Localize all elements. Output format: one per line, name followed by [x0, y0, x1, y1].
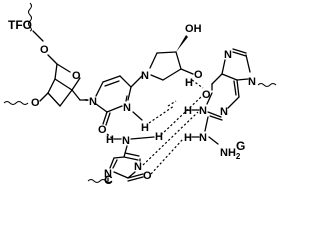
bond — [95, 103, 108, 113]
bond — [105, 112, 111, 126]
bond — [132, 111, 143, 121]
bond — [39, 92, 49, 102]
bond — [106, 105, 123, 113]
hbond-o2-h — [106, 133, 113, 139]
bond — [113, 156, 125, 159]
atom-o3: O — [31, 97, 40, 109]
bond — [204, 116, 209, 132]
bond — [54, 63, 58, 80]
atom-h-amino-c2: H — [155, 131, 163, 143]
bond — [104, 80, 120, 87]
bond — [227, 96, 240, 109]
atom-h-n1-g: H — [184, 105, 192, 117]
bond — [119, 75, 132, 88]
bond — [236, 78, 249, 81]
bond — [47, 92, 61, 107]
bond — [221, 73, 238, 81]
bond — [130, 75, 143, 88]
bond — [95, 81, 104, 97]
bond — [102, 111, 108, 125]
atom-o-bridge: O — [72, 70, 81, 82]
atom-h-n3: H — [141, 122, 149, 134]
g-sugar-wavy — [257, 83, 277, 87]
bond — [102, 75, 121, 83]
atom-o6-g: O — [202, 89, 211, 101]
bond — [150, 74, 164, 81]
hbond-c-o6 — [160, 96, 202, 136]
bond — [208, 136, 219, 145]
bond — [71, 77, 81, 91]
bond — [112, 159, 118, 169]
atom-o2-c: O — [143, 170, 152, 182]
c-sugar-wavy — [87, 179, 113, 183]
bond — [221, 59, 226, 75]
bond — [232, 51, 247, 57]
bond — [127, 171, 136, 179]
tfo-label: TFO — [8, 18, 32, 32]
bond — [54, 78, 73, 91]
bond — [211, 73, 223, 85]
bond — [162, 68, 182, 81]
bond — [47, 78, 56, 94]
atom-oh-top: OH — [185, 23, 202, 35]
hbond-o2-nh — [150, 138, 184, 175]
wedge-bond — [176, 35, 188, 52]
bond — [156, 51, 177, 54]
bond — [209, 115, 223, 121]
atom-o2: O — [98, 124, 107, 136]
bond — [32, 30, 44, 42]
bond — [245, 54, 251, 73]
atom-n1-g: N — [199, 105, 207, 117]
bond — [124, 152, 140, 157]
bond — [127, 176, 144, 182]
atom-n1: N — [89, 96, 97, 108]
bond — [71, 89, 81, 101]
bond — [109, 157, 115, 169]
backbone-top-wavy — [28, 2, 32, 32]
atom-n-pyrrolidine: N — [141, 70, 149, 82]
bond — [130, 136, 155, 140]
bond — [127, 86, 132, 101]
atom-n-amino-g: N — [199, 132, 207, 144]
bond — [206, 92, 213, 105]
structure-figure: TFO G C O O O N N O H N OH — [3, 2, 277, 187]
triplex-structure: TFO G C O O O N N O H N OH — [3, 2, 277, 187]
bond — [233, 80, 237, 96]
bond — [123, 145, 128, 158]
bond — [59, 89, 73, 107]
atom-nh2-g: NH2 — [220, 147, 241, 161]
bond — [127, 173, 144, 179]
bond — [232, 48, 247, 54]
hbond-oh-o6 — [191, 79, 204, 89]
atom-h-amino-c: H — [106, 134, 114, 146]
backbone-left-wavy — [3, 101, 29, 105]
atom-n1-c: N — [104, 168, 112, 180]
bond — [113, 171, 129, 179]
hbond-tfo-g — [148, 105, 175, 124]
atom-n9-g: N — [248, 76, 256, 88]
atom-n7-g: N — [224, 49, 232, 61]
bond — [175, 51, 182, 70]
atom-n3: N — [123, 102, 131, 114]
bond — [47, 54, 58, 65]
atom-h-amino-g: H — [184, 132, 192, 144]
base-g-label: G — [236, 139, 245, 153]
atom-h-oh: H — [185, 77, 193, 89]
hbond-h-o — [167, 100, 177, 107]
bond — [236, 79, 240, 98]
bond — [180, 68, 194, 75]
bond — [56, 63, 71, 73]
atom-o5: O — [40, 44, 49, 56]
bond — [125, 95, 128, 102]
atom-n3-g: N — [220, 106, 228, 118]
bond — [123, 156, 139, 161]
bond — [149, 52, 158, 69]
atom-o-oh: O — [194, 69, 203, 81]
hbond-n3-h — [142, 111, 199, 166]
atom-n-amino-c: N — [122, 135, 130, 147]
bond — [207, 111, 222, 118]
atom-n3-c: N — [134, 161, 142, 173]
